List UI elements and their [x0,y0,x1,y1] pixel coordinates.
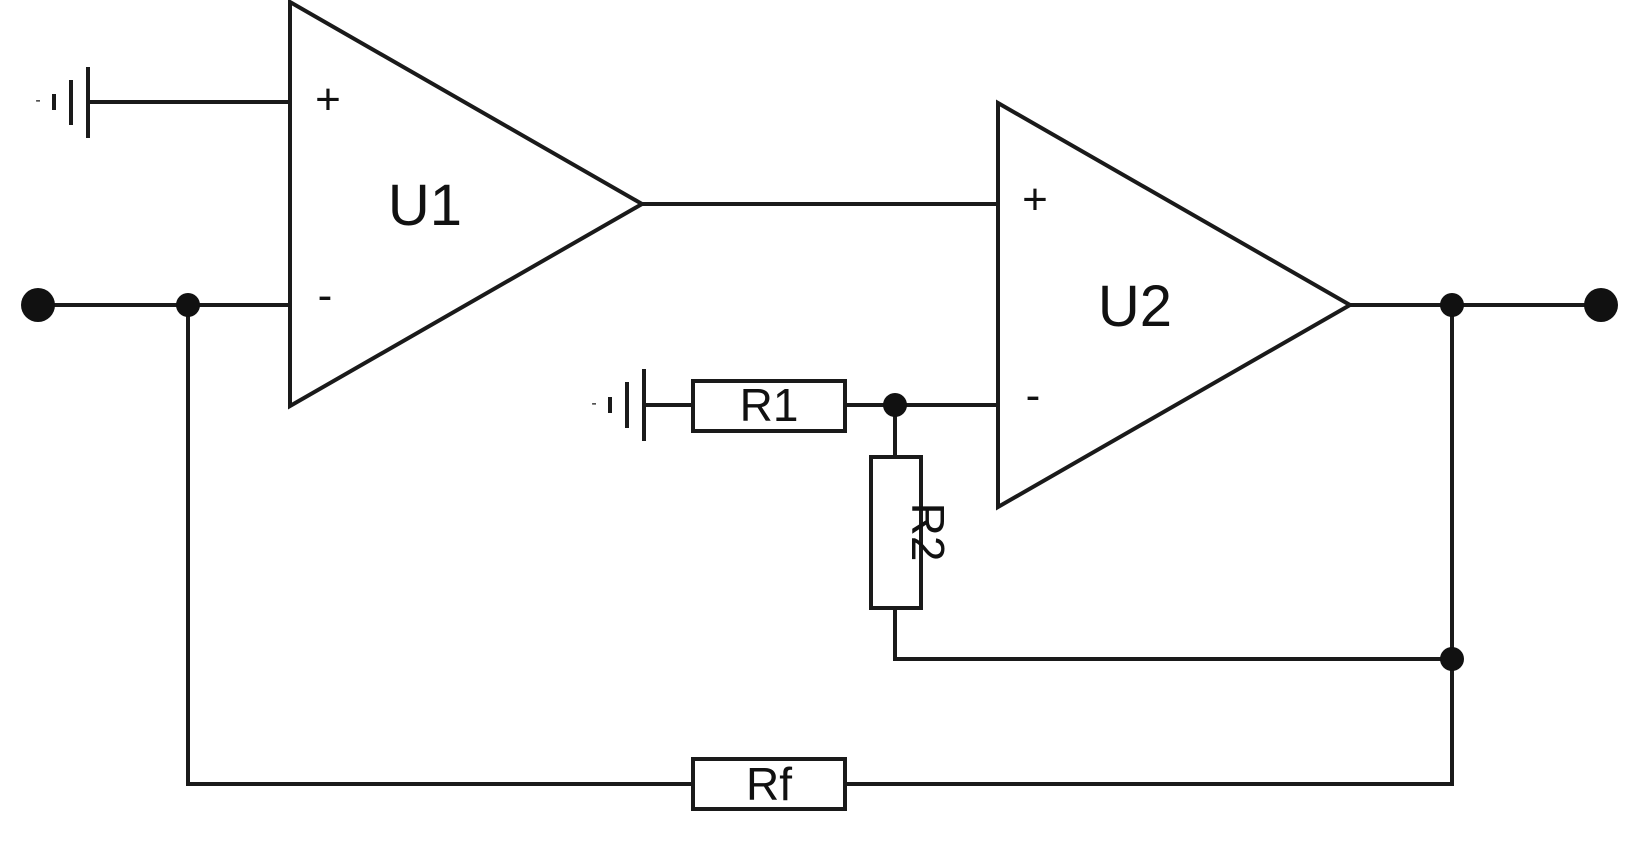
input-terminal [21,288,55,322]
opamp-u1-minus-sign: - [318,271,333,320]
battery-top: - [35,67,90,138]
battery-top-minus-sign: - [35,92,40,109]
opamp-u2-triangle [996,99,1355,511]
opamp-u1-label: U1 [388,173,462,238]
opamp-u1: U1 + - [288,0,647,410]
junction-node-output [1440,293,1464,317]
resistor-rf: Rf [691,757,847,811]
junction-node-r1-r2 [883,393,907,417]
junction-node-input [176,293,200,317]
resistor-r2: R2 [869,455,954,610]
resistor-r2-label: R2 [902,503,954,562]
wire-input-to-rf [186,303,694,786]
wire-r2-to-output-node [893,606,1454,661]
opamp-u2-label: U2 [1098,274,1172,339]
resistor-r2-body [869,455,923,610]
junction-node-r2-return [1440,647,1464,671]
resistor-rf-body [691,757,847,811]
resistor-r1: R1 [691,379,847,433]
opamp-u2-plus-sign: + [1022,175,1048,224]
resistor-rf-label: Rf [746,758,792,810]
battery-mid-minus-sign: - [591,395,596,412]
output-terminal [1584,288,1618,322]
opamp-u2: U2 + - [996,99,1355,511]
resistor-r1-label: R1 [740,379,799,431]
opamp-u1-plus-sign: + [315,75,341,124]
battery-mid: - [591,369,646,441]
wires [36,100,1602,786]
opamp-u2-minus-sign: - [1026,371,1041,420]
wire-output-to-rf [844,303,1454,786]
opamp-u1-triangle [288,0,647,410]
resistor-r1-body [691,379,847,433]
